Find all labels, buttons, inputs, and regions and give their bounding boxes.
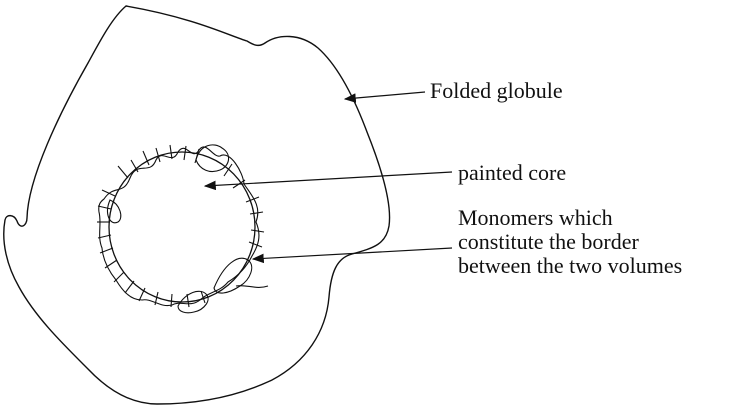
monomers-label: Monomers which constitute the border bet… [458, 206, 682, 278]
folded-globule-label: Folded globule [430, 79, 563, 103]
monomers-label-line-3: between the two volumes [458, 254, 682, 278]
arrow-folded-globule [345, 92, 425, 99]
chain-tail [236, 286, 268, 288]
chain-loop-left [108, 200, 121, 223]
monomers-label-line-2: constitute the border [458, 230, 682, 254]
painted-core-label: painted core [458, 161, 566, 185]
monomers-label-line-1: Monomers which [458, 206, 682, 230]
border-monomer-chain [99, 147, 259, 306]
globule-outline [4, 6, 390, 404]
painted-core-circle [109, 152, 255, 302]
arrow-monomers [253, 248, 452, 259]
